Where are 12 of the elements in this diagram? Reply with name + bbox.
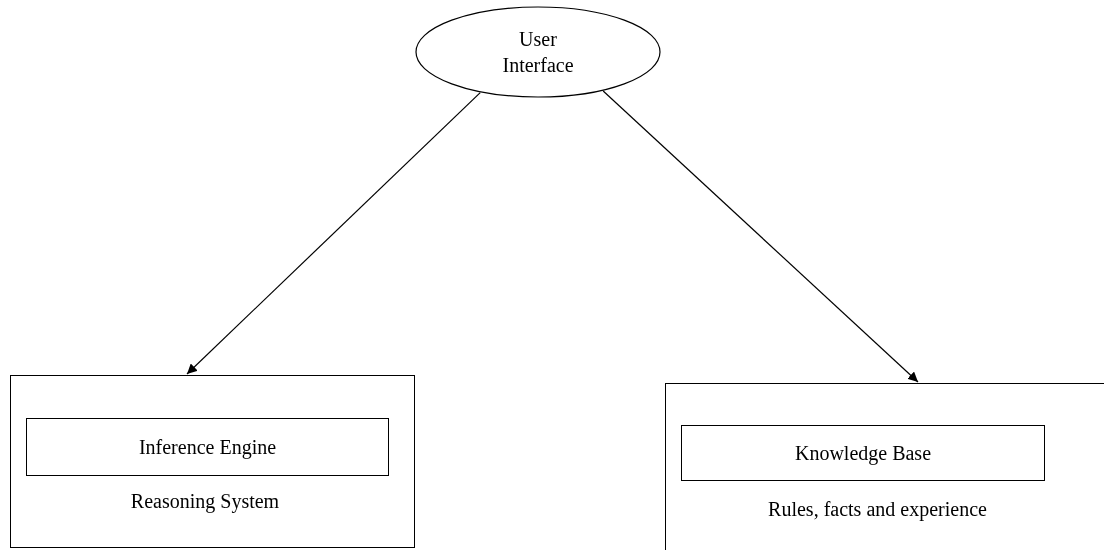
node-label: User Interface (501, 27, 575, 78)
box-label: Knowledge Base (794, 441, 932, 466)
component-box (26, 418, 389, 476)
ellipse-node (415, 6, 661, 98)
box-label: Inference Engine (138, 435, 277, 460)
arrow (602, 90, 919, 383)
component-box (681, 425, 1045, 481)
arrow (186, 92, 481, 375)
box-caption: Reasoning System (129, 489, 281, 514)
container-box (665, 383, 1104, 550)
container-box (10, 375, 415, 548)
box-caption: Rules, facts and experience (767, 497, 988, 522)
